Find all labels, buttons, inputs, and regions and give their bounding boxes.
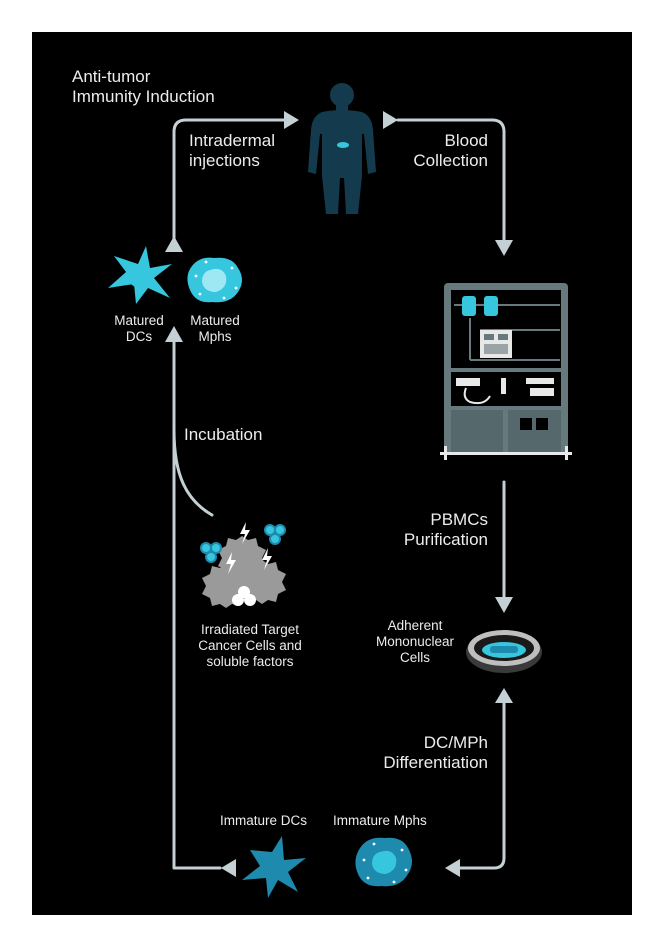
immature-mph-icon	[355, 837, 412, 887]
adherent-line-2: Mononuclear	[375, 633, 455, 649]
immature-dcs-label: Immature DCs	[220, 813, 308, 828]
culture-dish-icon	[466, 630, 542, 673]
incubation-label: Incubation	[184, 425, 263, 444]
arrow-to-patient	[172, 118, 288, 242]
arrow-to-matured-cells	[172, 338, 222, 870]
matured-dc-icon	[108, 246, 172, 304]
pbmc-purification-label: PBMCs Purification	[404, 510, 488, 550]
matured-mphs-line-1: Matured	[190, 313, 240, 328]
intradermal-line-2: injections	[189, 151, 260, 171]
pbmc-line-1: PBMCs	[430, 510, 488, 529]
irradiated-line-3: soluble factors	[206, 653, 294, 669]
title-line-1: Anti-tumor	[72, 67, 151, 86]
apheresis-machine-icon	[440, 283, 572, 460]
irradiated-line-1: Irradiated Target	[200, 622, 300, 637]
arrow-to-apheresis	[396, 118, 506, 242]
differentiation-line-1: DC/MPh	[423, 733, 488, 752]
human-silhouette-icon	[308, 83, 376, 214]
irradiated-cancer-cells-icon	[200, 522, 286, 608]
adherent-line-3: Cells	[399, 649, 430, 665]
intradermal-injections-label: Intradermal injections	[189, 131, 275, 171]
arrowhead-right-blood	[383, 111, 398, 129]
arrowhead-down-dish	[495, 597, 513, 613]
intradermal-line-1: Intradermal	[189, 131, 275, 150]
blood-line-2: Collection	[413, 151, 488, 171]
differentiation-line-2: Differentiation	[383, 753, 488, 773]
title: Anti-tumor Immunity Induction	[72, 67, 215, 107]
pbmc-line-2: Purification	[403, 530, 488, 550]
blood-line-1: Blood	[444, 131, 488, 150]
matured-mphs-line-2: Mphs	[198, 328, 232, 344]
incubation-curve	[172, 428, 214, 517]
arrowhead-up-matured	[165, 326, 183, 342]
matured-mph-icon	[187, 257, 242, 303]
arrow-to-immature-mphs	[458, 701, 506, 870]
matured-dcs-label: Matured DCs	[104, 313, 174, 345]
arrowhead-up-dish	[495, 688, 513, 703]
matured-mphs-label: Matured Mphs	[180, 313, 250, 345]
arrowhead-right-patient	[284, 111, 299, 129]
immature-mphs-label: Immature Mphs	[333, 813, 427, 828]
blood-collection-label: Blood Collection	[413, 131, 488, 171]
immature-dc-icon	[242, 836, 306, 898]
differentiation-label: DC/MPh Differentiation	[383, 733, 488, 773]
title-line-2: Immunity Induction	[72, 87, 215, 107]
arrowhead-left-mphs	[445, 859, 460, 877]
arrowhead-down-machine	[495, 240, 513, 256]
irradiated-cells-label: Irradiated Target Cancer Cells and solub…	[175, 622, 325, 670]
adherent-cells-label: Adherent Mononuclear Cells	[360, 618, 470, 666]
irradiated-line-2: Cancer Cells and	[198, 637, 302, 653]
arrowhead-left-dcs	[221, 859, 236, 877]
matured-dcs-line-2: DCs	[125, 328, 153, 344]
adherent-line-1: Adherent	[387, 618, 443, 633]
arrowhead-up-dcs	[165, 236, 183, 252]
matured-dcs-line-1: Matured	[114, 313, 164, 328]
